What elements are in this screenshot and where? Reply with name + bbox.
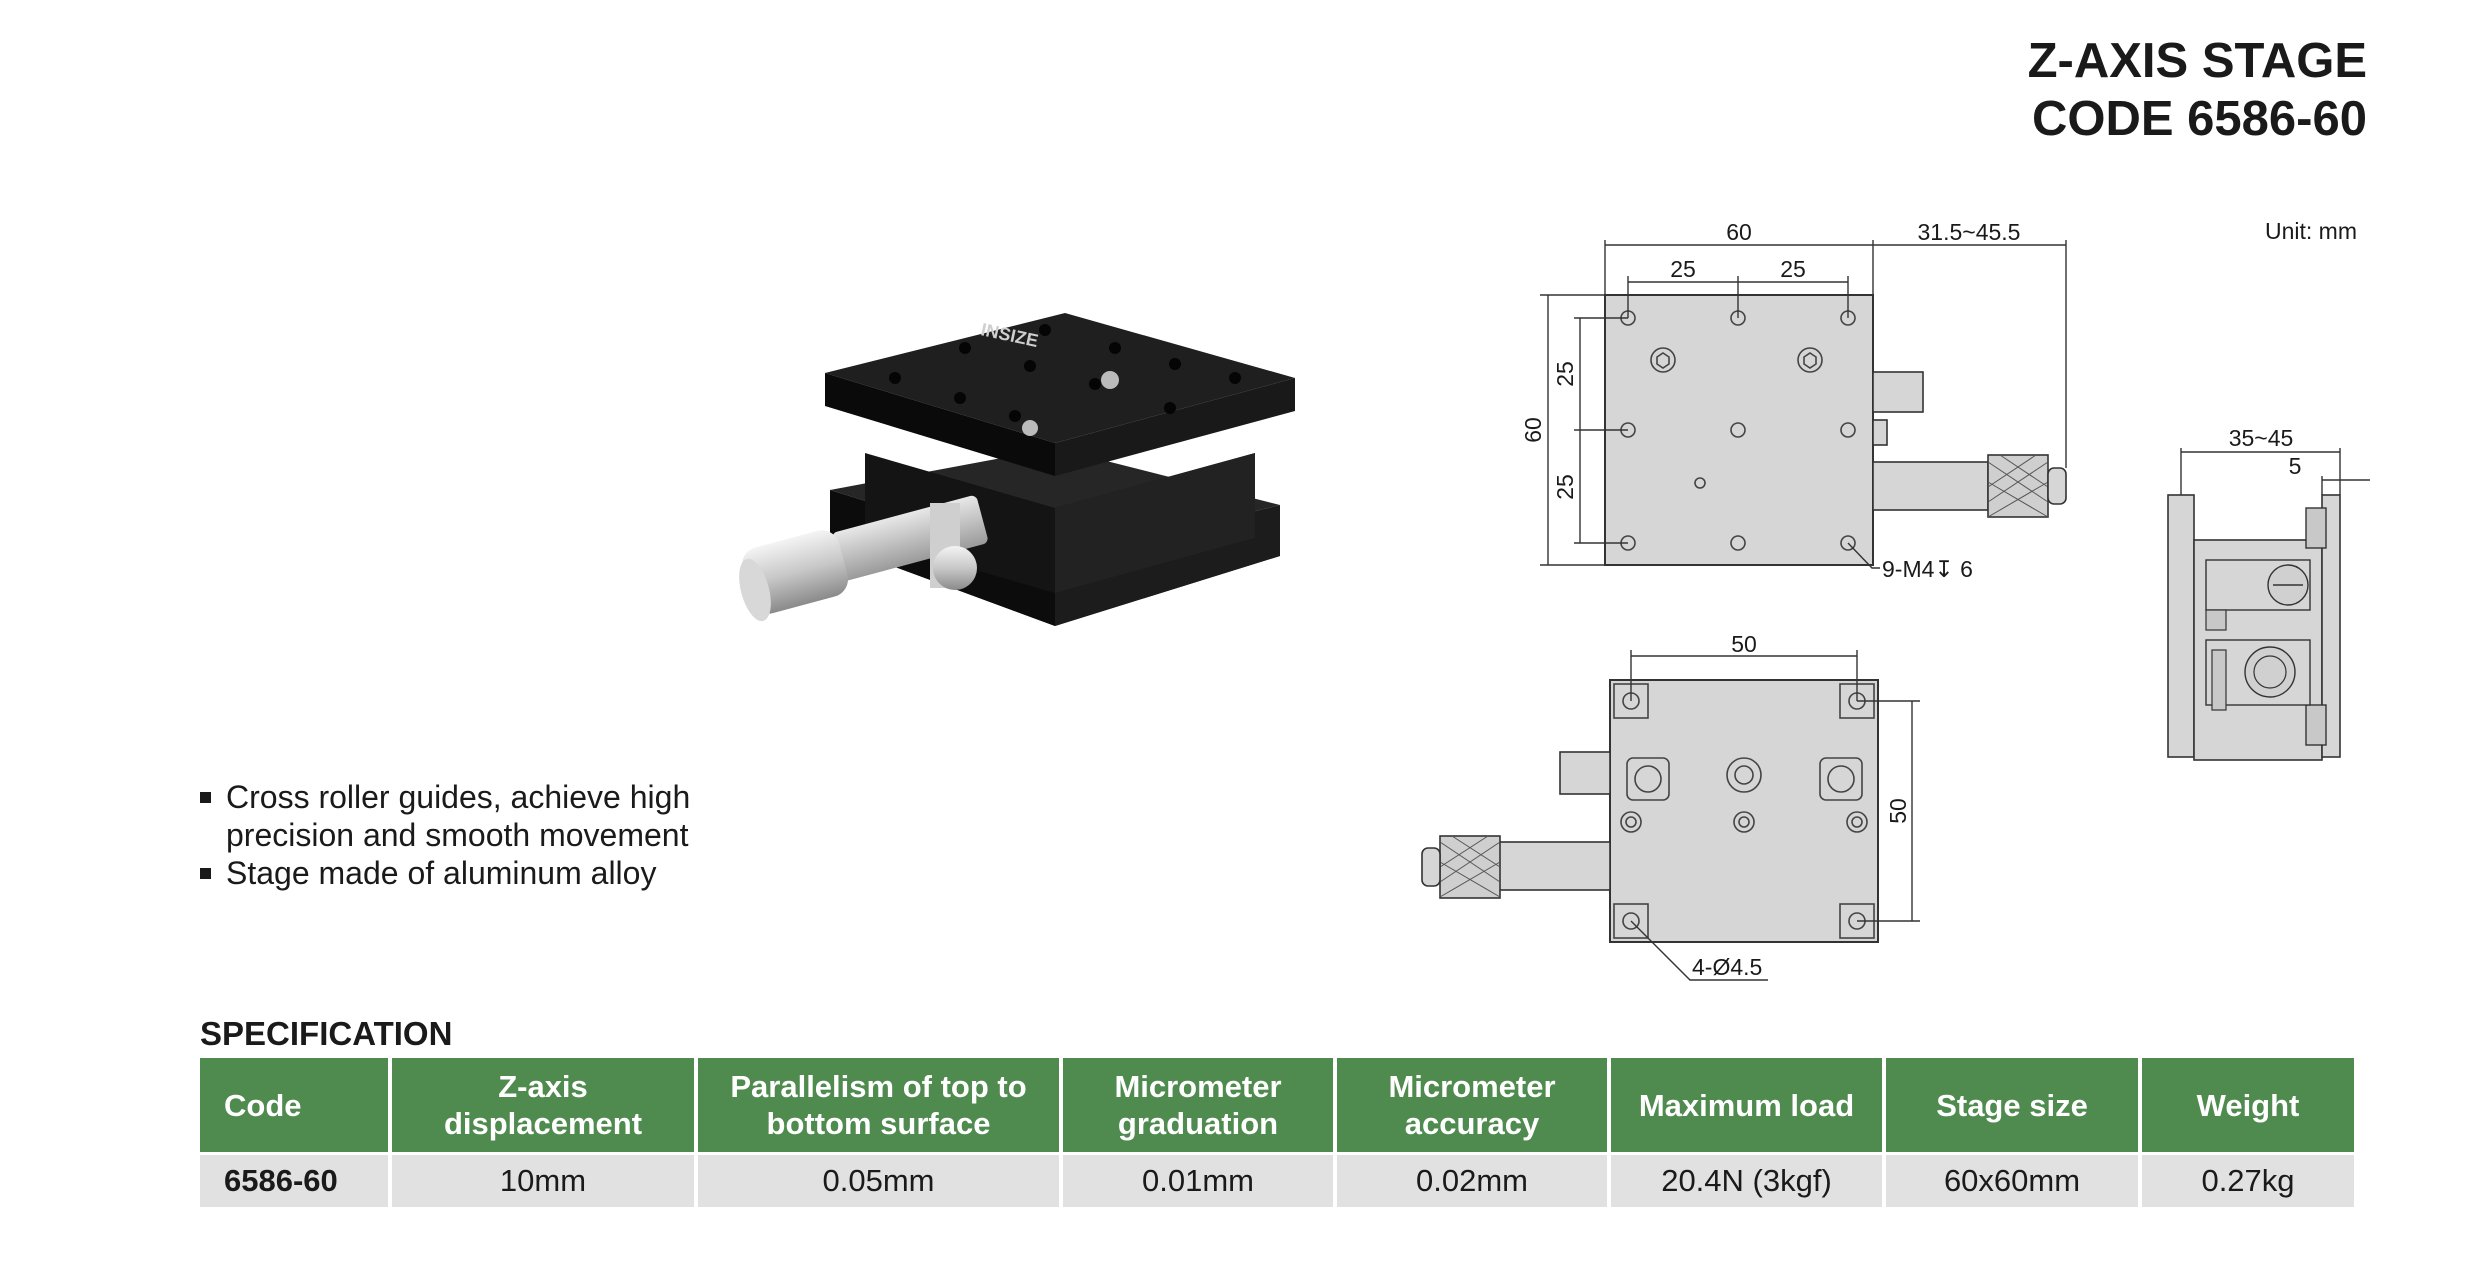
spec-heading: SPECIFICATION <box>200 1015 453 1052</box>
header-weight: Weight <box>2138 1058 2354 1154</box>
feature-item: Stage made of aluminum alloy <box>198 854 786 892</box>
cell-code: 6586-60 <box>200 1152 390 1207</box>
top-vspacing-a-label: 25 <box>1552 361 1578 387</box>
cell-parallelism: 0.05mm <box>694 1152 1061 1207</box>
header-graduation: Micrometer graduation <box>1059 1058 1335 1154</box>
header-parallelism: Parallelism of top to bottom surface <box>694 1058 1061 1154</box>
bottom-height-label: 50 <box>1885 798 1911 824</box>
top-height-label: 60 <box>1520 417 1546 443</box>
product-photo: INSIZE <box>739 313 1295 626</box>
page-title: Z-AXIS STAGE CODE 6586-60 <box>2028 32 2367 148</box>
header-max-load: Maximum load <box>1607 1058 1884 1154</box>
top-width-label: 60 <box>1726 219 1752 245</box>
bottom-width-label: 50 <box>1731 631 1757 657</box>
feature-list: Cross roller guides, achieve high precis… <box>198 778 786 892</box>
micrometer-range-label: 31.5~45.5 <box>1918 219 2021 245</box>
top-spacing-a-label: 25 <box>1670 256 1696 282</box>
bottom-hole-callout: 4-Ø4.5 <box>1692 954 1762 980</box>
spec-table: Code Z-axis displacement Parallelism of … <box>200 1058 2354 1207</box>
top-spacing-b-label: 25 <box>1780 256 1806 282</box>
spec-header-row: Code Z-axis displacement Parallelism of … <box>200 1058 2354 1154</box>
top-hole-callout: 9-M4↧ 6 <box>1882 556 1973 582</box>
top-view <box>1540 240 2067 569</box>
side-view <box>2167 448 2370 761</box>
title-line-2: CODE 6586-60 <box>2031 92 2367 146</box>
cell-max-load: 20.4N (3kgf) <box>1607 1152 1884 1207</box>
unit-label: Unit: mm <box>2265 218 2357 244</box>
header-code: Code <box>200 1058 390 1154</box>
feature-item: Cross roller guides, achieve high precis… <box>198 778 786 854</box>
cell-graduation: 0.01mm <box>1059 1152 1335 1207</box>
cell-weight: 0.27kg <box>2138 1152 2354 1207</box>
header-displacement: Z-axis displacement <box>388 1058 696 1154</box>
title-line-1: Z-AXIS STAGE <box>2027 34 2367 88</box>
side-offset-label: 5 <box>2289 453 2302 479</box>
table-row: 6586-60 10mm 0.05mm 0.01mm 0.02mm 20.4N … <box>200 1152 2354 1207</box>
top-vspacing-b-label: 25 <box>1552 474 1578 500</box>
cell-displacement: 10mm <box>388 1152 696 1207</box>
bottom-view <box>1421 650 1920 981</box>
cell-accuracy: 0.02mm <box>1333 1152 1609 1207</box>
cell-stage-size: 60x60mm <box>1882 1152 2140 1207</box>
header-accuracy: Micrometer accuracy <box>1333 1058 1609 1154</box>
side-range-label: 35~45 <box>2229 425 2294 451</box>
header-stage-size: Stage size <box>1882 1058 2140 1154</box>
